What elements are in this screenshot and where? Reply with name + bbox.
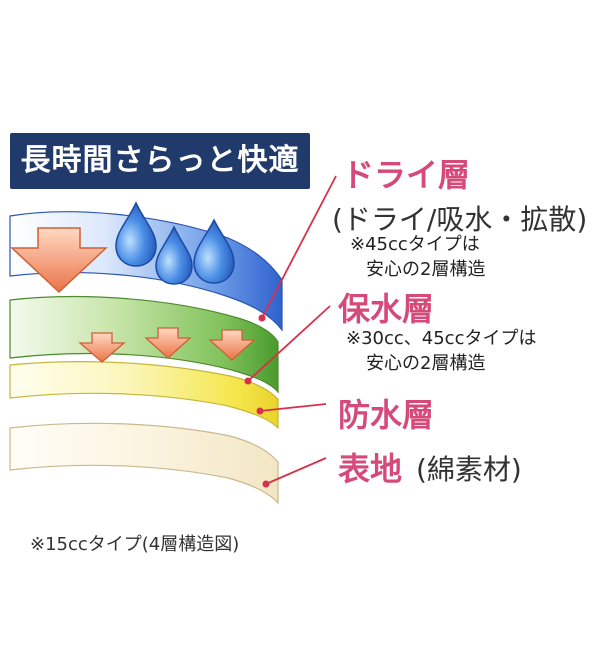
dry-layer-leader-line	[261, 175, 337, 319]
waterproof-title: 防水層	[338, 396, 435, 434]
headline-banner: 長時間さらっと快適	[10, 133, 310, 189]
down-arrow-icon	[208, 329, 256, 361]
leader-dot	[262, 480, 270, 488]
dry-layer-note-1: ※45ccタイプは	[350, 234, 480, 255]
waterproof-layer	[9, 361, 279, 430]
leader-dot	[244, 377, 252, 385]
water-retention-layer	[9, 296, 279, 394]
leader-dot	[258, 314, 266, 322]
dry-layer-title: ドライ層	[342, 156, 471, 194]
headline-text: 長時間さらっと快適	[20, 143, 300, 178]
water-droplet-icon	[155, 225, 193, 285]
water-retention-note-1: ※30cc、45ccタイプは	[346, 328, 537, 349]
water-droplet-icon	[193, 218, 235, 284]
dry-layer-note-2: 安心の2層構造	[366, 259, 486, 280]
surface-layer	[9, 422, 279, 505]
down-arrow-icon	[78, 332, 126, 363]
waterproof-leader-line	[259, 403, 327, 412]
water-retention-leader-line	[247, 305, 331, 382]
surface-leader-line	[265, 457, 327, 485]
water-retention-title: 保水層	[338, 290, 435, 328]
down-arrow-icon	[144, 327, 192, 359]
water-droplet-icon	[115, 201, 157, 267]
footnote: ※15ccタイプ(4層構造図)	[30, 534, 240, 555]
surface-title: 表地	[338, 450, 403, 488]
down-arrow-icon	[10, 227, 108, 294]
dry-layer-subtitle: (ドライ/吸水・拡散)	[332, 203, 588, 236]
leader-dot	[256, 407, 264, 415]
water-retention-note-2: 安心の2層構造	[366, 353, 486, 374]
surface-subtitle: (綿素材)	[416, 453, 522, 486]
